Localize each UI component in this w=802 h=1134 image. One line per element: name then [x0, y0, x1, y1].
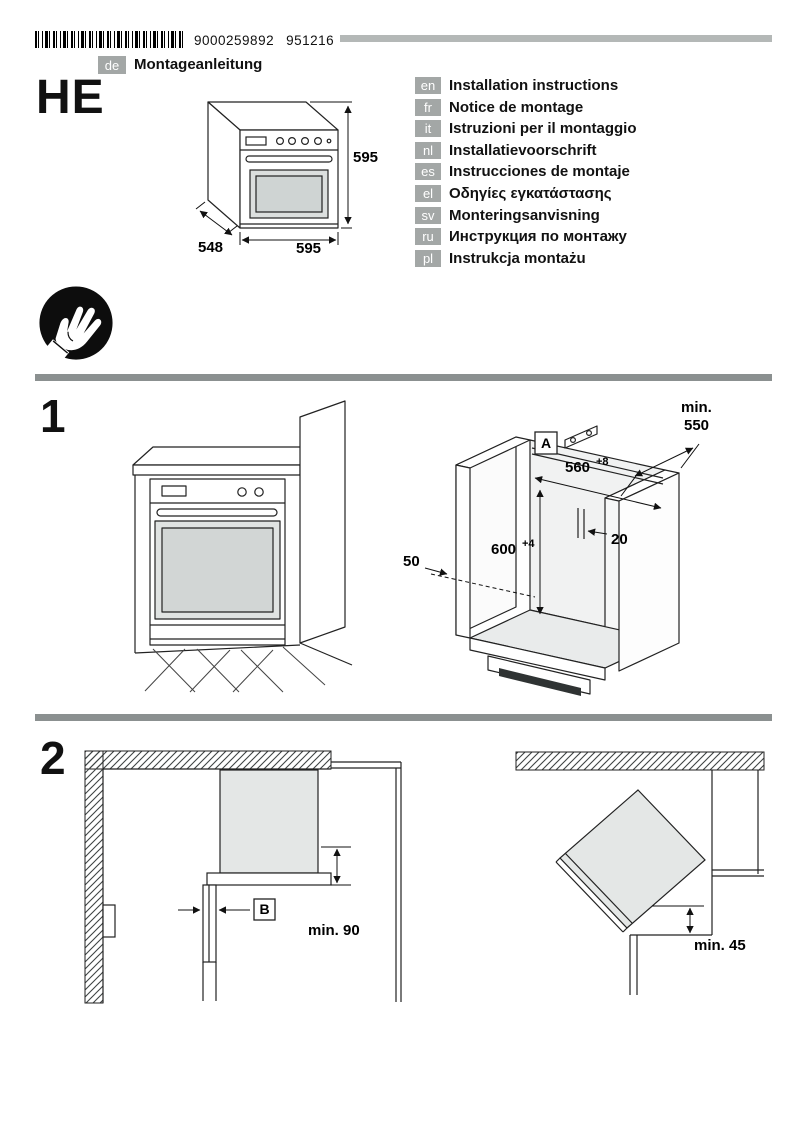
niche-width-label: 560 — [565, 459, 590, 476]
step-1-number: 1 — [40, 390, 66, 442]
niche-height-tolerance: +4 — [522, 538, 535, 550]
rail-marker-label: A — [541, 435, 551, 451]
print-code: 951216 — [286, 33, 335, 48]
language-row: el Οδηγίες εγκατάστασης — [415, 184, 637, 202]
wall-hatch-top — [515, 751, 765, 771]
language-code-badge: sv — [415, 206, 441, 224]
header-rule — [340, 35, 772, 42]
wall-hatch-top — [84, 750, 332, 770]
language-title: Monteringsanvisning — [449, 206, 600, 224]
language-row: es Instrucciones de montaje — [415, 163, 637, 181]
language-code-badge: en — [415, 77, 441, 94]
min-corner-clearance-label: min. 45 — [694, 937, 746, 954]
language-title: Instrukcja montażu — [449, 249, 586, 267]
protective-gloves-icon — [39, 286, 113, 360]
language-list: en Installation instructions fr Notice de … — [415, 77, 637, 267]
step-1-niche-diagram: A min. 550 560 +8 600 +4 50 20 — [403, 399, 712, 696]
oven-dimension-lines — [195, 101, 352, 245]
language-title: Instrucciones de montaje — [449, 163, 630, 181]
language-code-badge: nl — [415, 141, 441, 159]
language-row: sv Monteringsanvisning — [415, 206, 637, 224]
barcode-icon — [35, 31, 185, 48]
door-gap-marker-box — [253, 898, 276, 921]
language-title: Notice de montage — [449, 98, 584, 116]
step-2-number: 2 — [40, 732, 66, 784]
niche-width-tolerance: +8 — [596, 456, 609, 468]
plan-dimension-lines — [178, 846, 351, 914]
min-depth-word: min. — [681, 399, 712, 416]
language-row: ru Инструкция по монтажу — [415, 228, 637, 246]
step-1-kitchen-diagram — [132, 400, 353, 693]
dim-depth-label: 548 — [198, 239, 223, 256]
language-code-badge: pl — [415, 249, 441, 267]
model-series-label: HE — [36, 71, 105, 124]
article-number: 9000259892 — [194, 33, 275, 48]
step-2-plan-diagram: B min. 90 — [84, 750, 402, 1004]
floor-tile-lines — [144, 646, 326, 693]
language-title: Installation instructions — [449, 77, 619, 94]
corner-dimension-lines — [652, 905, 704, 934]
language-title: Οδηγίες εγκατάστασης — [449, 184, 612, 202]
dim-width-label: 595 — [296, 240, 321, 257]
dim-height-label: 595 — [353, 149, 378, 166]
language-title: Istruzioni per il montaggio — [449, 120, 637, 138]
min-front-clearance-label: min. 90 — [308, 922, 360, 939]
language-title: Installatievoorschrift — [449, 141, 597, 159]
language-title: Инструкция по монтажу — [449, 228, 627, 246]
rail-offset-label: 20 — [611, 531, 628, 548]
language-code-badge: it — [415, 120, 441, 138]
step-2-corner-diagram: min. 45 — [515, 751, 765, 995]
wall-hatch-left — [84, 750, 104, 1004]
language-row: nl Installatievoorschrift — [415, 141, 637, 159]
language-code-badge: el — [415, 184, 441, 202]
section-divider — [35, 714, 772, 721]
oven-dimension-diagram: 595 548 595 — [195, 101, 378, 257]
language-tag-de: de — [98, 56, 126, 74]
niche-height-label: 600 — [491, 541, 516, 558]
section-divider — [35, 374, 772, 381]
language-code-badge: fr — [415, 98, 441, 116]
language-row: en Installation instructions — [415, 77, 637, 94]
language-row: it Istruzioni per il montaggio — [415, 120, 637, 138]
rail-marker-box — [534, 431, 558, 455]
document-title: Montageanleitung — [134, 56, 263, 73]
language-code-badge: es — [415, 163, 441, 181]
door-gap-marker-label: B — [259, 901, 269, 917]
front-clearance-label: 50 — [403, 553, 420, 570]
min-depth-value: 550 — [684, 417, 709, 434]
language-row: pl Instrukcja montażu — [415, 249, 637, 267]
niche-dimension-lines — [424, 443, 700, 615]
language-row: fr Notice de montage — [415, 98, 637, 116]
language-code-badge: ru — [415, 228, 441, 246]
